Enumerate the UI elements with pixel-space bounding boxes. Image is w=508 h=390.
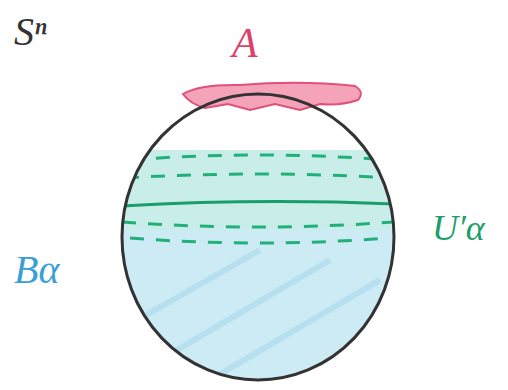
neighbourhood-label: U′α bbox=[432, 210, 485, 246]
sphere-outline bbox=[122, 94, 394, 380]
space-label: Sⁿ bbox=[14, 12, 47, 52]
shading bbox=[120, 250, 380, 380]
set-label: A bbox=[232, 22, 258, 64]
region-label: Bα bbox=[14, 250, 59, 290]
region-fill bbox=[100, 150, 420, 390]
equator-line bbox=[120, 201, 396, 206]
band-fill bbox=[100, 150, 420, 230]
band-dashes bbox=[122, 155, 394, 243]
set-a-blob bbox=[183, 83, 361, 110]
